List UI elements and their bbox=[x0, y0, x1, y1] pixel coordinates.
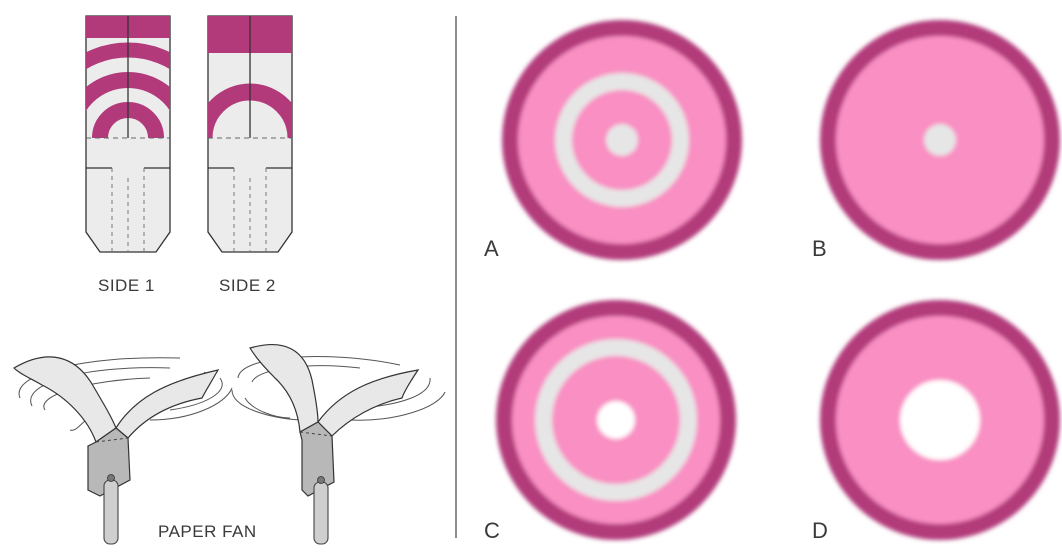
paper-fan-2-body bbox=[250, 345, 418, 544]
option-b-disc bbox=[820, 20, 1060, 260]
option-a-disc bbox=[502, 20, 742, 260]
side-1-template bbox=[40, 16, 216, 252]
paper-fan-label: PAPER FAN bbox=[158, 522, 257, 542]
side-2-template bbox=[204, 16, 296, 252]
paper-fan-1-body bbox=[14, 357, 218, 544]
option-c-label: C bbox=[484, 518, 500, 544]
option-d-disc bbox=[820, 300, 1060, 540]
option-a-label: A bbox=[484, 236, 499, 262]
option-b-label: B bbox=[812, 236, 827, 262]
side-1-label: SIDE 1 bbox=[98, 276, 155, 296]
side-2-label: SIDE 2 bbox=[219, 276, 276, 296]
option-d-label: D bbox=[812, 518, 828, 544]
option-c-disc bbox=[496, 300, 736, 540]
